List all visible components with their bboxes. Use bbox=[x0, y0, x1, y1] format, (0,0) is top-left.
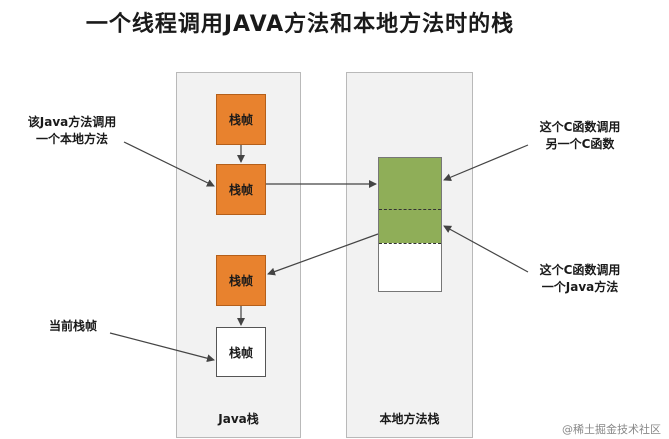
arrow-note-to-java-frame bbox=[123, 141, 215, 187]
note-current-frame: 当前栈帧 bbox=[48, 319, 97, 333]
note-c-calls-c-line-1: 这个C函数调用 bbox=[539, 120, 621, 134]
note-c-calls-java: 这个C函数调用 一个Java方法 bbox=[518, 262, 642, 296]
c-frame-1 bbox=[379, 158, 441, 209]
watermark: @稀土掘金技术社区 bbox=[562, 423, 661, 436]
arrow-c-to-java bbox=[267, 233, 379, 276]
note-c-calls-java-line-1: 这个C函数调用 bbox=[539, 263, 621, 277]
c-stack-block bbox=[378, 157, 442, 292]
note-java-calls-native: 该Java方法调用 一个本地方法 bbox=[18, 114, 126, 148]
java-frame-1: 栈帧 bbox=[216, 94, 266, 145]
note-java-calls-native-line-2: 一个本地方法 bbox=[35, 132, 108, 146]
note-c-calls-c: 这个C函数调用 另一个C函数 bbox=[518, 119, 642, 153]
c-frame-2 bbox=[379, 209, 441, 243]
c-frame-divider bbox=[379, 243, 441, 244]
note-c-calls-java-line-2: 一个Java方法 bbox=[541, 280, 619, 294]
java-frame-3: 栈帧 bbox=[216, 255, 266, 306]
note-java-calls-native-line-1: 该Java方法调用 bbox=[27, 115, 117, 129]
native-stack-column: 本地方法栈 bbox=[346, 72, 473, 438]
java-stack-label: Java栈 bbox=[218, 412, 259, 426]
java-frame-2: 栈帧 bbox=[216, 164, 266, 215]
arrow-note-to-c-frame bbox=[443, 144, 529, 181]
current-java-frame: 栈帧 bbox=[216, 327, 266, 377]
arrow-note-to-current-frame bbox=[109, 332, 215, 363]
note-c-calls-c-line-2: 另一个C函数 bbox=[545, 137, 615, 151]
native-stack-label: 本地方法栈 bbox=[379, 412, 440, 426]
diagram-title: 一个线程调用JAVA方法和本地方法时的栈 bbox=[85, 12, 515, 37]
arrow-note-to-c-frame-2 bbox=[443, 225, 529, 273]
